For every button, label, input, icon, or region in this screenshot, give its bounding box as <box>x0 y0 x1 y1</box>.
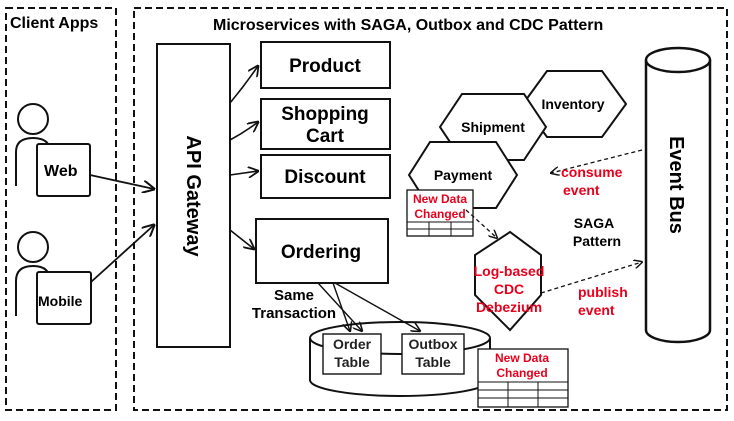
microservices-group: Microservices with SAGA, Outbox and CDC … <box>133 7 728 411</box>
shopping-cart-label-line2: Cart <box>306 126 345 147</box>
publish-event-line2: event <box>578 302 615 318</box>
consume-event-arrow <box>551 149 643 173</box>
microservices-title: Microservices with SAGA, Outbox and CDC … <box>213 17 603 34</box>
discount-service-box[interactable] <box>260 154 391 199</box>
web-label: Web <box>44 163 78 180</box>
outbox-table-label-line1: Outbox <box>409 336 458 352</box>
saga-pattern-line2: Pattern <box>573 233 621 249</box>
cdc-label-line2: CDC <box>494 281 524 297</box>
data-changed-table-top <box>406 189 474 237</box>
shipment-label: Shipment <box>461 119 525 135</box>
ordering-service-label: Ordering <box>281 242 361 263</box>
gateway-to-ordering-arrow <box>229 229 254 249</box>
mobile-label: Mobile <box>38 293 83 309</box>
shopping-cart-label-line1: Shopping <box>281 104 369 125</box>
shopping-cart-service-box[interactable] <box>260 98 391 150</box>
inventory-hexagon[interactable] <box>521 70 628 138</box>
ordering-to-order-table-arrow <box>332 282 350 331</box>
web-to-gateway-arrow <box>89 174 154 189</box>
microservices-frame <box>133 7 728 411</box>
ordering-service-box[interactable] <box>255 218 389 284</box>
mobile-to-gateway-arrow <box>90 225 154 283</box>
data-changed-bottom-line1: New Data <box>495 351 549 365</box>
gateway-to-cart-arrow <box>229 122 258 141</box>
consume-event-line1: consume <box>561 164 623 180</box>
product-service-label: Product <box>289 56 361 77</box>
event-bus-cylinder[interactable] <box>644 46 712 344</box>
saga-pattern-line1: SAGA <box>574 215 614 231</box>
data-changed-bottom-line2: Changed <box>496 366 547 380</box>
ordering-to-order-table-arrow-2 <box>317 282 362 331</box>
order-table-label-line1: Order <box>333 336 372 352</box>
data-changed-table-bottom <box>477 348 569 408</box>
gateway-to-discount-arrow <box>229 171 258 175</box>
consume-event-line2: event <box>563 182 600 198</box>
publish-event-line1: publish <box>578 284 628 300</box>
order-table-box[interactable] <box>322 333 382 375</box>
data-changed-top-line2: Changed <box>414 207 465 221</box>
cdc-label-line1: Log-based <box>474 263 545 279</box>
ordering-to-outbox-table-arrow <box>334 282 420 331</box>
discount-service-label: Discount <box>284 167 366 188</box>
same-transaction-line2: Transaction <box>252 305 336 322</box>
web-client-box[interactable] <box>36 143 91 197</box>
order-table-label-line2: Table <box>334 354 370 370</box>
cdc-label-line3: Debezium <box>476 299 542 315</box>
mobile-client-box[interactable] <box>36 271 92 325</box>
event-bus-label: Event Bus <box>665 136 687 234</box>
product-service-box[interactable] <box>260 41 391 89</box>
outbox-table-box[interactable] <box>401 333 465 375</box>
same-transaction-line1: Same <box>274 287 314 304</box>
outbox-table-label-line2: Table <box>415 354 451 370</box>
api-gateway-box[interactable] <box>156 43 231 348</box>
gateway-to-product-arrow <box>229 66 258 104</box>
data-changed-top-line1: New Data <box>413 192 467 206</box>
client-apps-group: Client Apps Web Mobile <box>5 7 117 411</box>
payment-label: Payment <box>434 167 493 183</box>
publish-event-arrow <box>540 262 642 294</box>
client-apps-title: Client Apps <box>10 15 98 32</box>
client-apps-frame <box>5 7 117 411</box>
inventory-label: Inventory <box>541 96 604 112</box>
api-gateway-label: API Gateway <box>182 135 204 257</box>
cdc-debezium-hexagon[interactable] <box>474 230 542 332</box>
